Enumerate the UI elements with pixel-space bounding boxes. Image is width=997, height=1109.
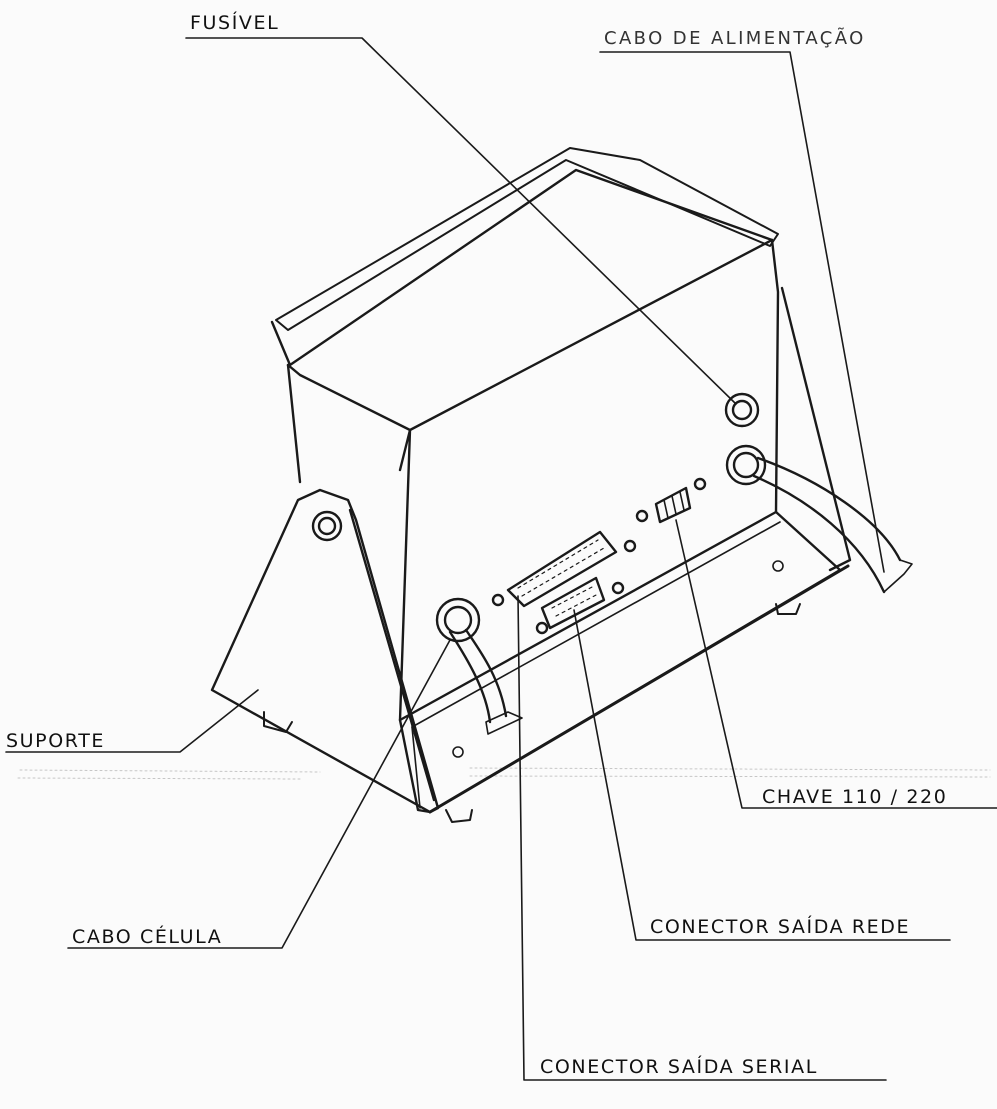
housing bbox=[270, 147, 852, 814]
suporte-label: SUPORTE bbox=[6, 730, 106, 752]
bracket-screw-outer bbox=[311, 510, 343, 542]
leader-lines bbox=[5, 37, 997, 1081]
fusivel-label: FUSÍVEL bbox=[190, 12, 280, 34]
power-cable bbox=[725, 444, 913, 594]
cabo-celula-label: CABO CÉLULA bbox=[72, 926, 223, 948]
bracket-screw-inner bbox=[317, 516, 337, 536]
conector-serial-label: CONECTOR SAÍDA SERIAL bbox=[540, 1056, 818, 1078]
support-bracket bbox=[210, 488, 440, 814]
scan-noise-band bbox=[17, 767, 991, 780]
fuse bbox=[724, 392, 760, 428]
cabo-alimentacao-label: CABO DE ALIMENTAÇÃO bbox=[604, 28, 866, 49]
network-connector bbox=[535, 576, 625, 635]
conector-rede-label: CONECTOR SAÍDA REDE bbox=[650, 916, 911, 938]
chave-label: CHAVE 110 / 220 bbox=[762, 786, 948, 808]
cell-cable bbox=[435, 597, 523, 735]
feet bbox=[263, 603, 801, 823]
voltage-switch bbox=[635, 477, 707, 524]
panel-screws bbox=[452, 560, 784, 758]
